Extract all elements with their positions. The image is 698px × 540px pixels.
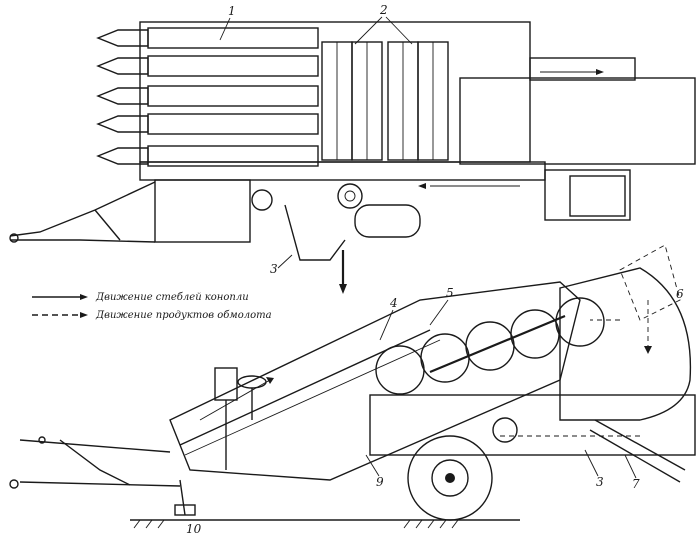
threshing-drums	[375, 297, 605, 395]
callout-9: 9	[376, 475, 384, 489]
callout-3-bottom: 3	[596, 475, 604, 489]
rear-auger	[594, 419, 686, 471]
callout-1: 1	[228, 4, 236, 18]
callout-7: 7	[632, 477, 640, 491]
lower-chamber	[369, 394, 696, 456]
top-flow-arrows	[418, 69, 604, 189]
divider-1	[96, 27, 319, 49]
stalk-dividers	[96, 27, 319, 167]
transport-wheel	[407, 435, 493, 521]
star-wheel	[492, 417, 518, 443]
divider-5	[96, 145, 319, 167]
side-view	[9, 244, 696, 529]
top-hitch	[9, 179, 251, 243]
callout-5: 5	[446, 286, 454, 300]
callout-4: 4	[389, 296, 398, 310]
dashed-hood	[619, 244, 681, 321]
operator-post	[214, 367, 267, 470]
top-view	[9, 21, 696, 294]
top-lower-mechanism	[251, 169, 631, 294]
divider-3	[96, 85, 319, 107]
top-right-housing	[459, 77, 696, 165]
top-right-beam	[529, 57, 636, 81]
side-flow-arrows	[199, 319, 640, 437]
divider-4	[96, 113, 319, 135]
legend: Движение стеблей конопли Движение продук…	[32, 292, 272, 321]
legend-threshing-flow-label: Движение продуктов обмолота	[95, 310, 272, 321]
callout-2: 2	[379, 3, 388, 17]
callout-3-top: 3	[270, 262, 278, 276]
callout-10: 10	[186, 522, 202, 536]
callouts: 1 2 3 4 5 6 3 7 9 10	[186, 3, 684, 536]
side-hitch	[9, 436, 196, 516]
inclined-conveyor	[169, 281, 581, 481]
spiked-beater	[429, 314, 566, 374]
threshing-housing	[559, 267, 692, 421]
callout-6: 6	[676, 287, 684, 301]
legend-stem-flow-label: Движение стеблей конопли	[95, 292, 249, 303]
divider-2	[96, 55, 319, 77]
top-frame	[139, 21, 531, 163]
conveyors-2	[321, 41, 449, 161]
